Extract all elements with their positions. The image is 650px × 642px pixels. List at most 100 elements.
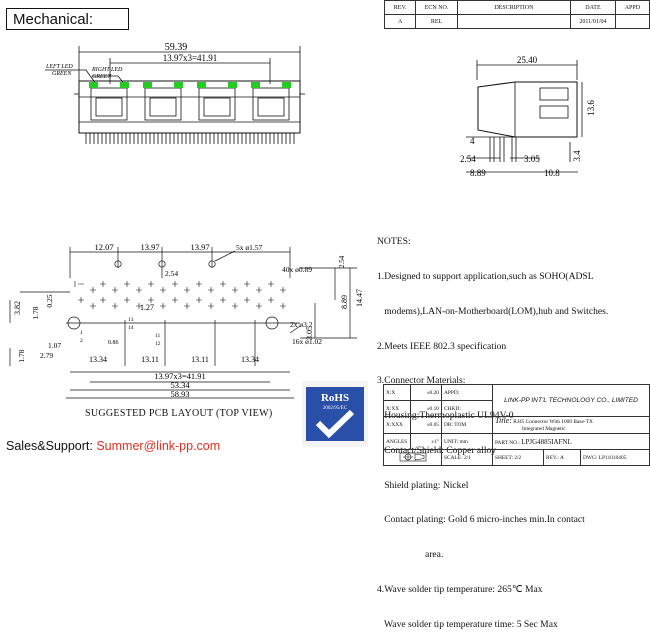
pcb-right-dim-1: 2.54 [338,255,346,268]
sheet-label: SHEET: [495,454,513,461]
section-heading: Mechanical: [6,8,129,30]
title-label: Title: [495,416,512,425]
sales-support: Sales&Support: Summer@link-pp.com [6,439,220,453]
notes-line: modems),LAN-on-Motherboard(LOM),hub and … [377,305,609,317]
right-led-label: RIGHT LED [91,67,123,73]
led-3 [143,82,152,88]
side-dim-4: 3.05 [524,154,540,164]
side-dim-3: 2.54 [460,154,476,164]
projection-icon [399,452,426,461]
revision-table: REV. ECN NO. DESCRIPTION DATE APPD A REL… [383,0,650,29]
dwg-val: LP11010405 [598,454,627,461]
tol1-val: ±0.20 [410,384,442,401]
pin-label-2: 2 [80,338,83,344]
pcb-left-dim-3: 1.07 [48,341,61,350]
pcb-bottom-dim-1: 13.11 [141,355,159,364]
scale-label: SCALE: [444,454,463,461]
ecn-col: ECN NO. [415,0,458,15]
title-block: X:X ±0.20 APPD: LINK-PP INT'L TECHNOLOGY… [383,384,650,466]
pcb-right-dim-3: 14.47 [355,289,364,307]
dwg-label: DWG: [583,454,598,461]
notes-title: NOTES: [377,236,411,248]
sales-label: Sales&Support: [6,439,97,453]
tol2-val: ±0.10 [410,400,442,417]
notes-line: Wave solder tip temperature time: 5 Sec … [377,618,558,630]
pcb-right-dim-6: 16x ø1.02 [292,337,322,346]
pin-label-1: 1 [80,330,83,336]
date-col: DATE [570,0,616,15]
pcb-bottom-dim-3: 13.34 [241,355,259,364]
notes-line: Contact plating: Gold 6 micro-inches min… [377,514,585,526]
pcb-bottom-dim-5: 53.34 [170,380,190,390]
scale-val: 2/1 [463,454,471,461]
pcb-top-dim-1: 13.97 [140,242,159,252]
pin-label-13: 13 [128,317,134,323]
side-dim-7: 3.4 [572,150,582,162]
sheet-val: 2/2 [514,454,522,461]
revision-header-row: REV. ECN NO. DESCRIPTION DATE APPD [383,0,650,15]
pin-label-11: 11 [155,333,161,339]
appd-label: APPD: [441,384,493,401]
company-name: LINK-PP INT'L TECHNOLOGY CO., LIMITED [492,384,650,417]
sales-email-link[interactable]: Summer@link-pp.com [96,439,221,453]
led-6 [228,82,237,88]
right-green-label: GREEN [92,74,112,80]
left-led-label: LEFT LED [45,64,73,70]
dim-pitch-label: 13.97x3=41.91 [163,53,218,63]
side-dim-1: 13.6 [586,100,596,116]
pin-label-14: 14 [128,325,134,331]
dim-total-label: 59.39 [165,42,188,53]
pcb-top-dim-0: 12.07 [94,242,113,252]
pcb-layout-drawing: 12.07 13.97 13.97 5x ø1.57 2.54 40x ø0.8… [9,242,364,399]
pcb-bottom-dim-2: 13.11 [191,355,209,364]
led-1 [89,82,98,88]
rev-val: A [560,454,564,461]
pcb-bottom-dim-0: 13.34 [89,355,107,364]
notes-line: 3.Connector Materials: [377,375,466,387]
pcb-top-dim-3: 5x ø1.57 [236,243,263,252]
tol3-label: X:XXX [383,416,411,434]
unit-val: mm [459,438,468,445]
side-view-drawing: 25.40 13.6 4 2.54 3.05 8.89 10.8 3.4 [460,55,596,178]
rev-label: REV.: [546,454,559,461]
angles-label: ANGLES [383,433,411,450]
pcb-right-dim-0: 40x ø0.89 [282,265,312,274]
pcb-top-dim-4: 2.54 [165,269,178,278]
description-cell [456,14,572,29]
rohs-logo: RoHS 2002/95/EC [302,381,368,447]
tol2-label: X:XX [383,400,411,417]
led-5 [197,82,206,88]
tol1-label: X:X [383,384,411,401]
title-val-1: RJ45 Connector With 1000 Base-TX [513,419,593,425]
rev-cell: A [383,14,417,29]
chkd-label: CHKD: [441,400,493,417]
pcb-layout-caption: SUGGESTED PCB LAYOUT (TOP VIEW) [85,408,273,419]
angles-val: ±1° [410,433,442,450]
pcb-left-dim-1: 1.78 [31,306,40,319]
part-val: LPJG4885IAFNL [521,437,572,446]
part-label: PART NO.: [495,439,520,446]
unit-label: UNIT: [444,438,459,445]
pcb-right-dim-2: 8.89 [340,295,349,309]
notes-line: area. [377,549,444,561]
pcb-top-dim-2: 13.97 [190,242,209,252]
led-group [89,82,291,88]
pcb-right-dim-7: 3.05 [305,326,314,340]
pcb-left-dim-5: 1.78 [17,349,26,362]
front-view-drawing: 59.39 13.97x3=41.91 LEFT LED GREEN RIGHT… [45,42,305,144]
side-dim-5: 8.89 [470,168,486,178]
led-2 [120,82,129,88]
title-val-2: Integrated Magnetic [522,426,566,432]
revision-row: A REL 2011/01/04 [383,14,650,29]
notes-line: 1.Designed to support application,such a… [377,270,594,282]
date-cell: 2011/01/04 [570,14,616,29]
rohs-sub: 2002/95/EC [323,406,348,411]
dr-label: DR: [444,422,453,428]
appd-cell [614,14,650,29]
pcb-left-dim-2: 0.25 [45,294,54,307]
notes-line: 2.Meets IEEE 802.3 specification [377,340,507,352]
pcb-right-dim-4: 1.27 [140,303,154,312]
appd-col: APPD [614,0,650,15]
rohs-check-icon [315,409,355,439]
led-7 [251,82,260,88]
